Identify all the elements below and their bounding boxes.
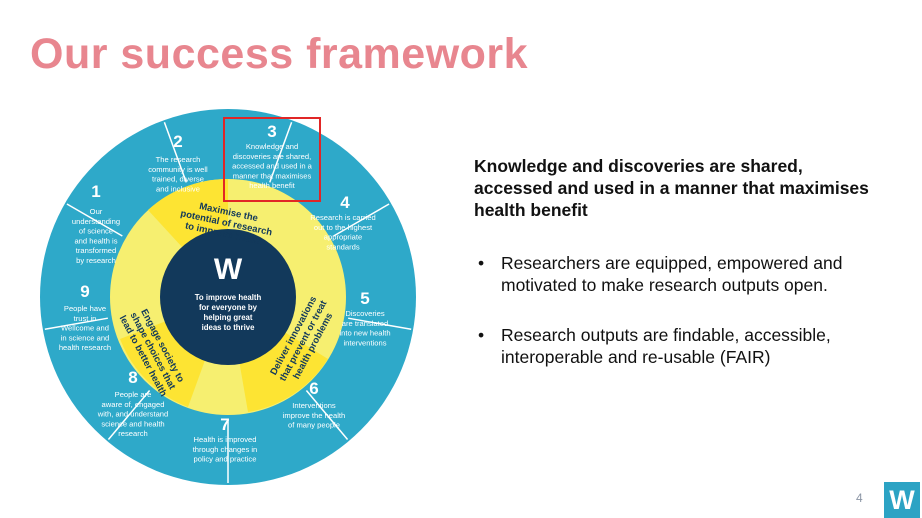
segment-description-line: appropriate — [324, 233, 362, 242]
segment-description-line: Interventions — [292, 401, 336, 410]
segment-description-line: Wellcome and — [61, 324, 109, 333]
segment-description-line: in science and — [61, 333, 110, 342]
segment-number: 8 — [128, 368, 137, 387]
page-number: 4 — [856, 491, 863, 505]
segment-divider — [107, 389, 151, 440]
segment-divider — [66, 203, 123, 237]
segment-description-line: People have — [64, 304, 106, 313]
segment-number: 2 — [173, 132, 182, 151]
wheel-core — [160, 229, 296, 365]
center-mission-line: ideas to thrive — [202, 323, 256, 332]
segment-3-headline: Knowledge and discoveries are shared, ac… — [474, 156, 869, 220]
segment-number: 1 — [91, 182, 100, 201]
center-mission-line: To improve health — [195, 293, 262, 302]
segment-description-line: aware of, engaged — [102, 400, 165, 409]
segment-description-line: transformed — [76, 246, 117, 255]
segment-description-line: out to the highest — [314, 223, 373, 232]
segment-description-line: through changes in — [193, 445, 258, 454]
segment-description-line: improve the health — [283, 411, 345, 420]
segment-description-line: People are — [115, 390, 152, 399]
segment-description-line: understanding — [72, 217, 120, 226]
segment-description-line: science and health — [101, 419, 164, 428]
segment-divider — [163, 121, 187, 183]
segment-description-line: accessed and used in a — [232, 162, 313, 171]
segment-description-line: of science — [79, 227, 113, 236]
segment-description-line: and inclusive — [156, 184, 200, 193]
segment-number: 6 — [309, 379, 318, 398]
segment-number: 4 — [340, 193, 350, 212]
bullet-text: Research outputs are findable, accessibl… — [501, 325, 831, 367]
segment-number: 9 — [80, 282, 89, 301]
segment-divider — [44, 317, 108, 331]
segment-3-highlight-box — [223, 117, 321, 202]
segment-divider — [269, 121, 293, 183]
segment-description-line: into new health — [339, 329, 390, 338]
segment-description-line: of many people — [288, 421, 340, 430]
segment-number: 3 — [267, 122, 276, 141]
segment-description-line: discoveries are shared, — [233, 152, 312, 161]
segment-description-line: policy and practice — [194, 455, 257, 464]
center-mission-line: helping great — [204, 313, 253, 322]
segment-description-line: by research — [76, 256, 116, 265]
bullet-marker: • — [478, 325, 485, 345]
segment-description-line: and health is — [74, 236, 117, 245]
segment-description-line: health research — [59, 343, 111, 352]
slide-title: Our success framework — [30, 30, 529, 78]
bullet-marker: • — [478, 253, 485, 273]
bullet-item: • Research outputs are findable, accessib… — [474, 324, 874, 368]
segment-description-line: trained, diverse — [152, 175, 204, 184]
segment-divider — [348, 317, 412, 331]
segment-description-line: manner that maximises — [233, 171, 312, 180]
segment-divider — [305, 389, 349, 440]
segment-description-line: Discoveries — [345, 309, 384, 318]
segment-description-line: The research — [156, 155, 201, 164]
wellcome-logo: W — [884, 482, 920, 518]
segment-number: 7 — [220, 415, 229, 434]
segment-description-line: research — [118, 429, 148, 438]
segment-number: 5 — [360, 289, 369, 308]
segment-description-line: community is well — [148, 165, 208, 174]
center-logo: W — [214, 253, 243, 286]
bullet-list: • Researchers are equipped, empowered and… — [474, 252, 874, 396]
segment-description-line: with, and understand — [97, 410, 169, 419]
bullet-item: • Researchers are equipped, empowered and… — [474, 252, 874, 296]
segment-description-line: standards — [326, 242, 360, 251]
segment-description-line: health benefit — [249, 181, 295, 190]
segment-dividers — [44, 121, 412, 483]
segment-description-line: Health is improved — [194, 435, 257, 444]
segment-description-line: Knowledge and — [246, 142, 298, 151]
segment-description-line: Our — [90, 207, 103, 216]
segment-description-line: trust in — [74, 314, 97, 323]
segment-description-line: are translated — [342, 319, 388, 328]
center-mission-line: for everyone by — [199, 303, 258, 312]
segment-divider — [333, 203, 390, 237]
bullet-text: Researchers are equipped, empowered and … — [501, 253, 843, 295]
segment-description-line: Research is carried — [310, 213, 375, 222]
segment-description-line: interventions — [343, 338, 386, 347]
